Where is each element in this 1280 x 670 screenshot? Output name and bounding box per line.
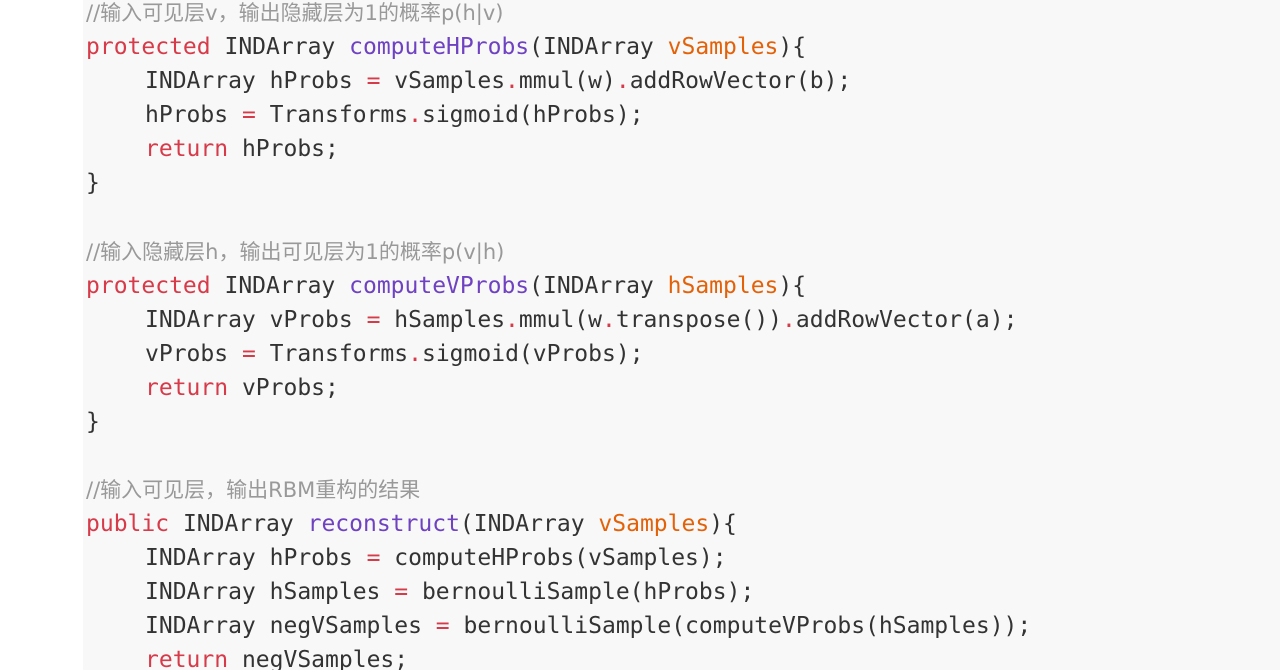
parameter-name: vSamples: [598, 511, 710, 537]
operator: =: [241, 341, 256, 367]
keyword: return: [145, 647, 229, 670]
code-line: vProbs = Transforms.sigmoid(vProbs);: [145, 337, 644, 371]
operator: .: [408, 102, 422, 128]
keyword: protected: [86, 273, 211, 299]
comment-reconstruct: //输入可见层，输出RBM重构的结果: [86, 478, 421, 502]
code-token: (INDArray: [529, 273, 668, 299]
code-token: Transforms: [255, 102, 409, 128]
return-type: INDArray: [182, 511, 294, 537]
keyword: return: [145, 375, 229, 401]
method-name: reconstruct: [307, 511, 460, 537]
code-token: (INDArray: [459, 511, 599, 537]
keyword: public: [86, 511, 170, 537]
closing-brace: }: [86, 409, 100, 435]
code-block-background: [83, 0, 1280, 670]
code-token: INDArray hSamples: [145, 579, 395, 605]
operator: =: [435, 613, 450, 639]
operator: .: [408, 341, 422, 367]
code-token: vSamples: [380, 68, 506, 94]
code-token: ){: [778, 273, 807, 299]
code-token: sigmoid(vProbs);: [421, 341, 644, 367]
code-token: INDArray negVSamples: [145, 613, 436, 639]
parameter-name: hSamples: [667, 273, 779, 299]
code-token: ){: [778, 34, 807, 60]
code-line: hProbs = Transforms.sigmoid(hProbs);: [145, 98, 644, 132]
code-token: sigmoid(hProbs);: [421, 102, 644, 128]
operator: =: [366, 68, 381, 94]
comment-compute-v-probs: //输入隐藏层h，输出可见层为1的概率p(v|h): [86, 240, 505, 264]
code-token: vProbs: [145, 341, 242, 367]
return-type: INDArray: [224, 273, 336, 299]
code-token: hProbs;: [228, 136, 339, 162]
code-line: INDArray hProbs = vSamples.mmul(w).addRo…: [145, 64, 851, 98]
code-token: hProbs: [145, 102, 242, 128]
operator: .: [615, 68, 630, 94]
method-signature-compute-v-probs: protected INDArray computeVProbs(INDArra…: [86, 269, 806, 303]
operator: =: [366, 307, 381, 333]
code-token: bernoulliSample(computeVProbs(hSamples))…: [449, 613, 1032, 639]
operator: =: [394, 579, 409, 605]
operator: =: [366, 545, 381, 571]
operator: .: [602, 307, 616, 333]
code-token: computeHProbs(vSamples);: [380, 545, 727, 571]
code-token: transpose()): [615, 307, 783, 333]
code-token: Transforms: [255, 341, 409, 367]
return-type: INDArray: [224, 34, 336, 60]
method-signature-compute-h-probs: protected INDArray computeHProbs(INDArra…: [86, 30, 806, 64]
method-name: computeVProbs: [349, 273, 530, 299]
code-token: hSamples: [380, 307, 506, 333]
code-line: return hProbs;: [145, 132, 339, 166]
code-token: addRowVector(b);: [629, 68, 852, 94]
code-token: negVSamples;: [228, 647, 409, 670]
code-token: bernoulliSample(hProbs);: [408, 579, 755, 605]
keyword: protected: [86, 34, 211, 60]
operator: .: [505, 307, 519, 333]
code-token: addRowVector(a);: [795, 307, 1018, 333]
code-line: INDArray hSamples = bernoulliSample(hPro…: [145, 575, 754, 609]
keyword: return: [145, 136, 229, 162]
code-line: return negVSamples;: [145, 643, 408, 670]
code-token: INDArray hProbs: [145, 68, 367, 94]
code-line: INDArray negVSamples = bernoulliSample(c…: [145, 609, 1031, 643]
operator: .: [782, 307, 796, 333]
code-token: INDArray vProbs: [145, 307, 367, 333]
method-name: computeHProbs: [349, 34, 530, 60]
code-token: (INDArray: [529, 34, 668, 60]
code-token: mmul(w: [518, 307, 602, 333]
parameter-name: vSamples: [667, 34, 779, 60]
code-line: INDArray vProbs = hSamples.mmul(w.transp…: [145, 303, 1017, 337]
code-token: INDArray hProbs: [145, 545, 367, 571]
code-token: vProbs;: [228, 375, 339, 401]
method-signature-reconstruct: public INDArray reconstruct(INDArray vSa…: [86, 507, 737, 541]
code-token: ){: [709, 511, 737, 537]
comment-compute-h-probs: //输入可见层v，输出隐藏层为1的概率p(h|v): [86, 1, 504, 25]
code-line: return vProbs;: [145, 371, 339, 405]
closing-brace: }: [86, 170, 100, 196]
operator: .: [505, 68, 519, 94]
operator: =: [241, 102, 256, 128]
code-line: INDArray hProbs = computeHProbs(vSamples…: [145, 541, 727, 575]
code-token: mmul(w): [518, 68, 616, 94]
